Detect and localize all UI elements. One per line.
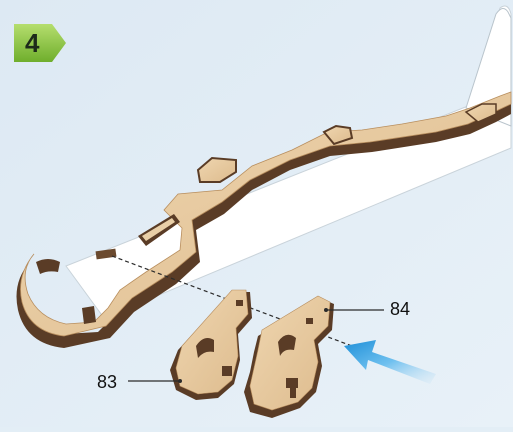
leader-dot-84 [324, 308, 328, 312]
step-badge: 4 [14, 24, 66, 62]
part-label-84: 84 [390, 299, 410, 320]
step-badge-shape [14, 24, 66, 62]
leader-dot-83 [178, 379, 182, 383]
step-number: 4 [25, 28, 39, 59]
part-label-83: 83 [97, 372, 117, 393]
nose-cutout [82, 306, 96, 324]
